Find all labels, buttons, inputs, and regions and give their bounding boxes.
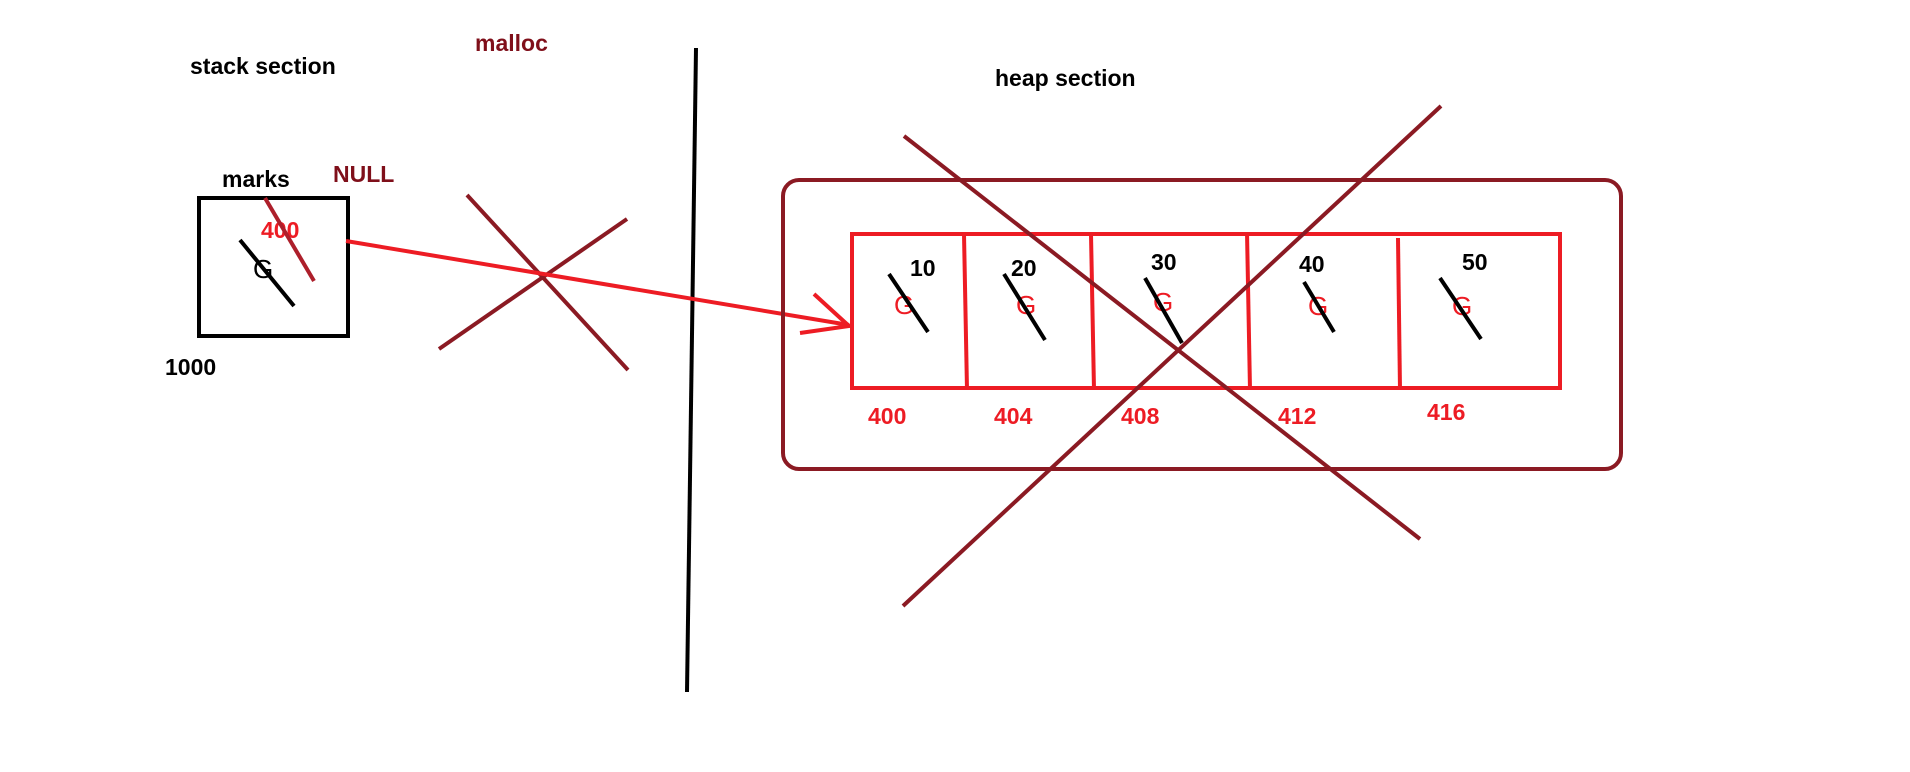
null-strike [263, 196, 316, 283]
cell-value: 20 [1011, 255, 1037, 281]
heap-cell: 40 G 412 [1278, 251, 1336, 429]
pointer-arrow [345, 239, 854, 335]
cell-value: 10 [910, 255, 936, 281]
cell-value: 50 [1462, 249, 1488, 275]
cell-garbage-strike [1002, 272, 1047, 342]
cell-value: 40 [1299, 251, 1325, 277]
cell-garbage-strike [887, 272, 930, 334]
section-divider [685, 47, 698, 693]
heap-block [781, 178, 1623, 471]
cell-garbage-strike [1438, 276, 1483, 341]
malloc-cross-mark [437, 193, 630, 372]
cell-address: 416 [1427, 399, 1465, 425]
malloc-label: malloc [475, 30, 548, 56]
cell-garbage: G [894, 290, 914, 320]
cell-address: 412 [1278, 403, 1316, 429]
cell-address: 404 [994, 403, 1033, 429]
marks-box [197, 196, 350, 338]
heap-cell: 30 G 408 [1121, 249, 1184, 429]
cell-garbage: G [1452, 291, 1472, 321]
heap-array-dividers [962, 231, 1402, 391]
stack-section-label: stack section [190, 53, 336, 79]
cell-garbage: G [1016, 290, 1036, 320]
pointer-garbage-strike [238, 238, 296, 308]
cell-value: 30 [1151, 249, 1177, 275]
null-label: NULL [333, 161, 394, 187]
heap-cell: 10 G 400 [868, 255, 936, 429]
heap-cell: 20 G 404 [994, 255, 1047, 429]
stack-variable-marks: marks NULL 400 G 1000 [165, 161, 394, 380]
cell-garbage-strike [1143, 277, 1184, 344]
marks-label: marks [222, 166, 290, 192]
stack-address: 1000 [165, 354, 216, 380]
cell-garbage: G [1153, 287, 1173, 317]
heap-section-label: heap section [995, 65, 1136, 91]
cell-address: 408 [1121, 403, 1160, 429]
cell-garbage-strike [1302, 280, 1336, 334]
heap-array [850, 232, 1562, 390]
cell-address: 400 [868, 403, 906, 429]
heap-cell: 50 G 416 [1427, 249, 1488, 425]
heap-cross-mark [901, 104, 1443, 608]
